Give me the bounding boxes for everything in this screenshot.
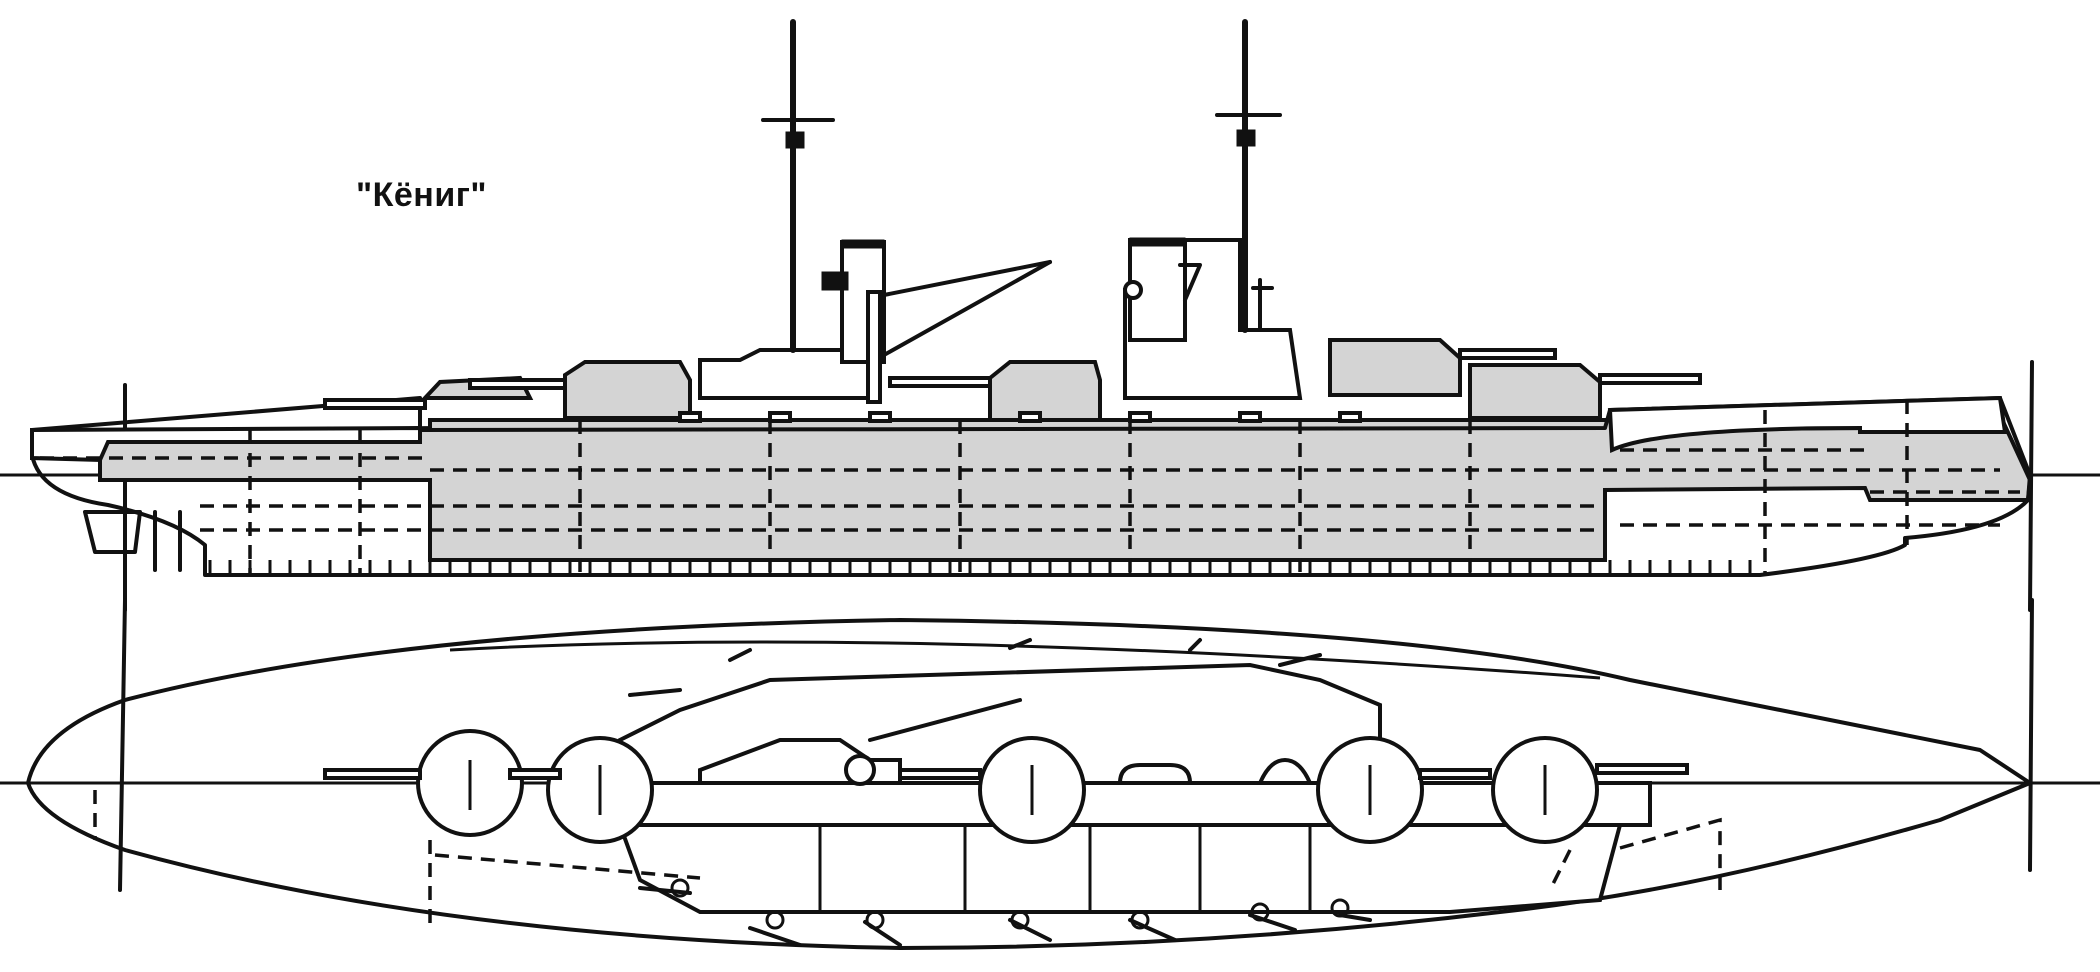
plan-secondary-guns — [628, 638, 1372, 947]
turret-side-midship — [888, 360, 1102, 422]
casemate-openings — [678, 411, 1362, 423]
turret-side-fore-2 — [1328, 338, 1557, 397]
plan-turret-midship — [898, 736, 1086, 844]
plan-crane-boom — [868, 698, 1022, 742]
frame-ticks — [208, 560, 1752, 575]
quarterdeck — [30, 425, 422, 463]
turret-side-aft-2 — [468, 360, 692, 420]
plan-deck-dividers — [818, 825, 1312, 912]
plan-turret-fore-2 — [1316, 736, 1424, 844]
plan-hull-outline — [26, 618, 2032, 950]
plan-view — [0, 598, 2100, 950]
hull-outline — [30, 396, 2032, 577]
bulkhead-lines — [248, 400, 1909, 575]
plan-turret-aft-1 — [323, 729, 524, 837]
turret-side-fore-1 — [1468, 363, 1702, 420]
plan-turret-aft-2 — [508, 736, 654, 844]
plan-turret-fore-1 — [1418, 736, 1689, 844]
bridge-davit — [1178, 263, 1202, 302]
side-elevation-view — [0, 19, 2100, 612]
rudder — [83, 510, 142, 554]
plan-lower-deck — [617, 823, 1623, 914]
ship-name-title: "Кёниг" — [356, 176, 487, 214]
crane-post — [866, 290, 882, 404]
crane-boom — [882, 260, 1052, 297]
